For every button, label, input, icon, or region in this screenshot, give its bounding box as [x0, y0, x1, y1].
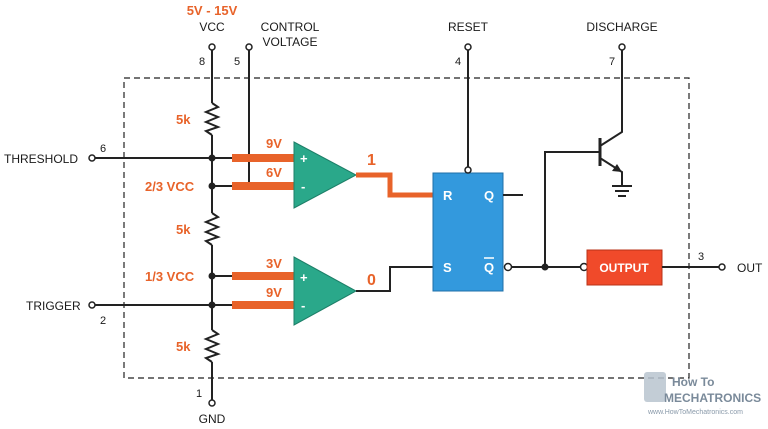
flip-flop-s: S	[443, 260, 452, 275]
discharge-terminal	[618, 43, 626, 51]
transistor-collector	[599, 50, 623, 147]
control-voltage-label-1: CONTROL	[261, 20, 320, 34]
watermark-url: www.HowToMechatronics.com	[647, 409, 743, 416]
threshold-node	[208, 154, 216, 162]
comparator-input-highlights	[232, 154, 294, 309]
output-block-label: OUTPUT	[599, 261, 649, 275]
upper-comparator-plus: +	[300, 151, 308, 166]
pin-number-8: 8	[199, 56, 205, 68]
control-voltage-label-2: VOLTAGE	[263, 35, 318, 49]
resistor-1-label: 5k	[176, 112, 191, 127]
pin-number-6: 6	[100, 143, 106, 155]
upper-comparator-output-state: 1	[367, 152, 376, 169]
resistor-2-label: 5k	[176, 222, 191, 237]
pin-number-1: 1	[196, 388, 202, 400]
trigger-node	[208, 301, 216, 309]
trigger-terminal	[88, 301, 96, 309]
watermark-logo	[644, 372, 666, 402]
lower-comparator-minus-voltage: 9V	[266, 285, 282, 300]
control-terminal	[245, 43, 253, 51]
watermark-line1: How To	[672, 375, 714, 389]
transistor-emitter	[599, 157, 623, 186]
threshold-terminal	[88, 154, 96, 162]
qbar-bubble	[503, 262, 513, 272]
watermark-line2: MECHATRONICS	[664, 391, 761, 405]
resistor-3	[203, 329, 221, 363]
resistor-3-label: 5k	[176, 339, 191, 354]
gnd-label: GND	[199, 412, 226, 426]
lower-comparator-minus: -	[301, 298, 305, 313]
lower-divider-label: 1/3 VCC	[145, 269, 195, 284]
lower-comparator-output-wire	[356, 266, 433, 292]
vcc-terminal	[208, 43, 216, 51]
flip-flop	[432, 172, 504, 292]
threshold-label: THRESHOLD	[4, 152, 78, 166]
trigger-label: TRIGGER	[26, 299, 81, 313]
supply-range-label: 5V - 15V	[187, 3, 238, 18]
upper-tap-node	[208, 182, 216, 190]
upper-comparator-minus-voltage: 6V	[266, 165, 282, 180]
resistor-1	[203, 102, 221, 136]
output-block	[586, 249, 663, 286]
reset-inversion-bubble	[464, 166, 472, 174]
ground-symbol	[612, 185, 632, 197]
chip-boundary	[123, 77, 690, 379]
lower-comparator	[293, 256, 358, 326]
lower-comparator-plus-voltage: 3V	[266, 256, 282, 271]
pin-number-4: 4	[455, 56, 461, 68]
resistor-2	[203, 212, 221, 246]
reset-label: RESET	[448, 20, 489, 34]
upper-comparator-minus: -	[301, 179, 305, 194]
flip-flop-r: R	[443, 188, 453, 203]
watermark: How To MECHATRONICS www.HowToMechatronic…	[644, 372, 761, 416]
out-terminal	[718, 263, 726, 271]
reset-terminal	[464, 43, 472, 51]
vcc-label: VCC	[199, 20, 225, 34]
lower-tap-node	[208, 272, 216, 280]
upper-divider-label: 2/3 VCC	[145, 179, 195, 194]
upper-comparator	[293, 141, 358, 209]
pin-number-2: 2	[100, 315, 106, 327]
flip-flop-qbar: Q	[484, 260, 494, 275]
upper-comparator-plus-voltage: 9V	[266, 136, 282, 151]
pin-number-3: 3	[698, 251, 704, 263]
flip-flop-q: Q	[484, 188, 494, 203]
emitter-arrow	[612, 164, 622, 172]
transistor-base-wire	[544, 151, 600, 267]
upper-comparator-output-wire	[356, 172, 433, 198]
gnd-terminal	[208, 399, 216, 407]
lower-comparator-output-state: 0	[367, 272, 376, 289]
discharge-label: DISCHARGE	[586, 20, 657, 34]
pin-number-7: 7	[609, 56, 615, 68]
lower-comparator-plus: +	[300, 270, 308, 285]
output-input-bubble	[579, 262, 589, 272]
out-label: OUT	[737, 261, 763, 275]
pin-number-5: 5	[234, 56, 240, 68]
